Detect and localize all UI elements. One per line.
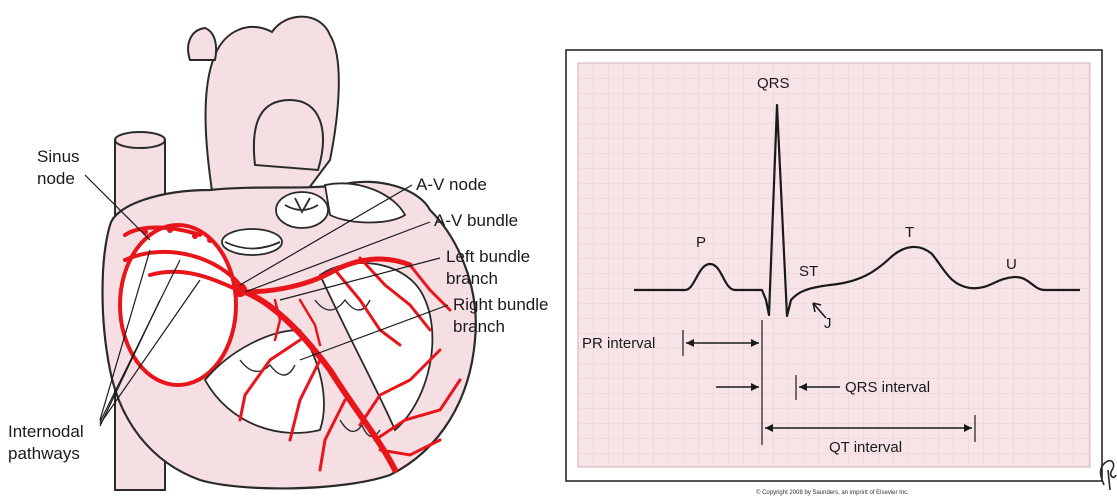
label-sinus-node-line1: Sinus (37, 147, 80, 166)
elsevier-tree-icon (1101, 461, 1117, 490)
copyright-notice: © Copyright 2008 by Saunders, an imprint… (756, 489, 909, 496)
ecg-diagram: QRS P T ST U J PR interval QRS interval (566, 50, 1102, 481)
pr-interval-label: PR interval (582, 335, 655, 352)
label-left-bundle-line2: branch (446, 269, 498, 288)
label-av-node: A-V node (416, 175, 487, 194)
wave-p-label: P (696, 234, 706, 251)
label-internodal-line2: pathways (8, 444, 80, 463)
wave-st-label: ST (799, 263, 818, 280)
right-atrium (120, 225, 236, 385)
aorta-branch (188, 28, 216, 60)
label-right-bundle-line2: branch (453, 317, 505, 336)
label-av-bundle: A-V bundle (434, 211, 518, 230)
pulmonary-trunk (254, 100, 323, 170)
wave-u-label: U (1006, 256, 1017, 273)
label-internodal-line1: Internodal (8, 422, 84, 441)
wave-qrs-label: QRS (757, 75, 790, 92)
qrs-interval-label: QRS interval (845, 379, 930, 396)
label-sinus-node-line2: node (37, 169, 75, 188)
qt-interval-label: QT interval (829, 439, 902, 456)
label-left-bundle-line1: Left bundle (446, 247, 530, 266)
heart-diagram: Sinus node A-V node A-V bundle Left bund… (8, 17, 548, 490)
wave-t-label: T (905, 224, 914, 241)
label-right-bundle-line1: Right bundle (453, 295, 548, 314)
